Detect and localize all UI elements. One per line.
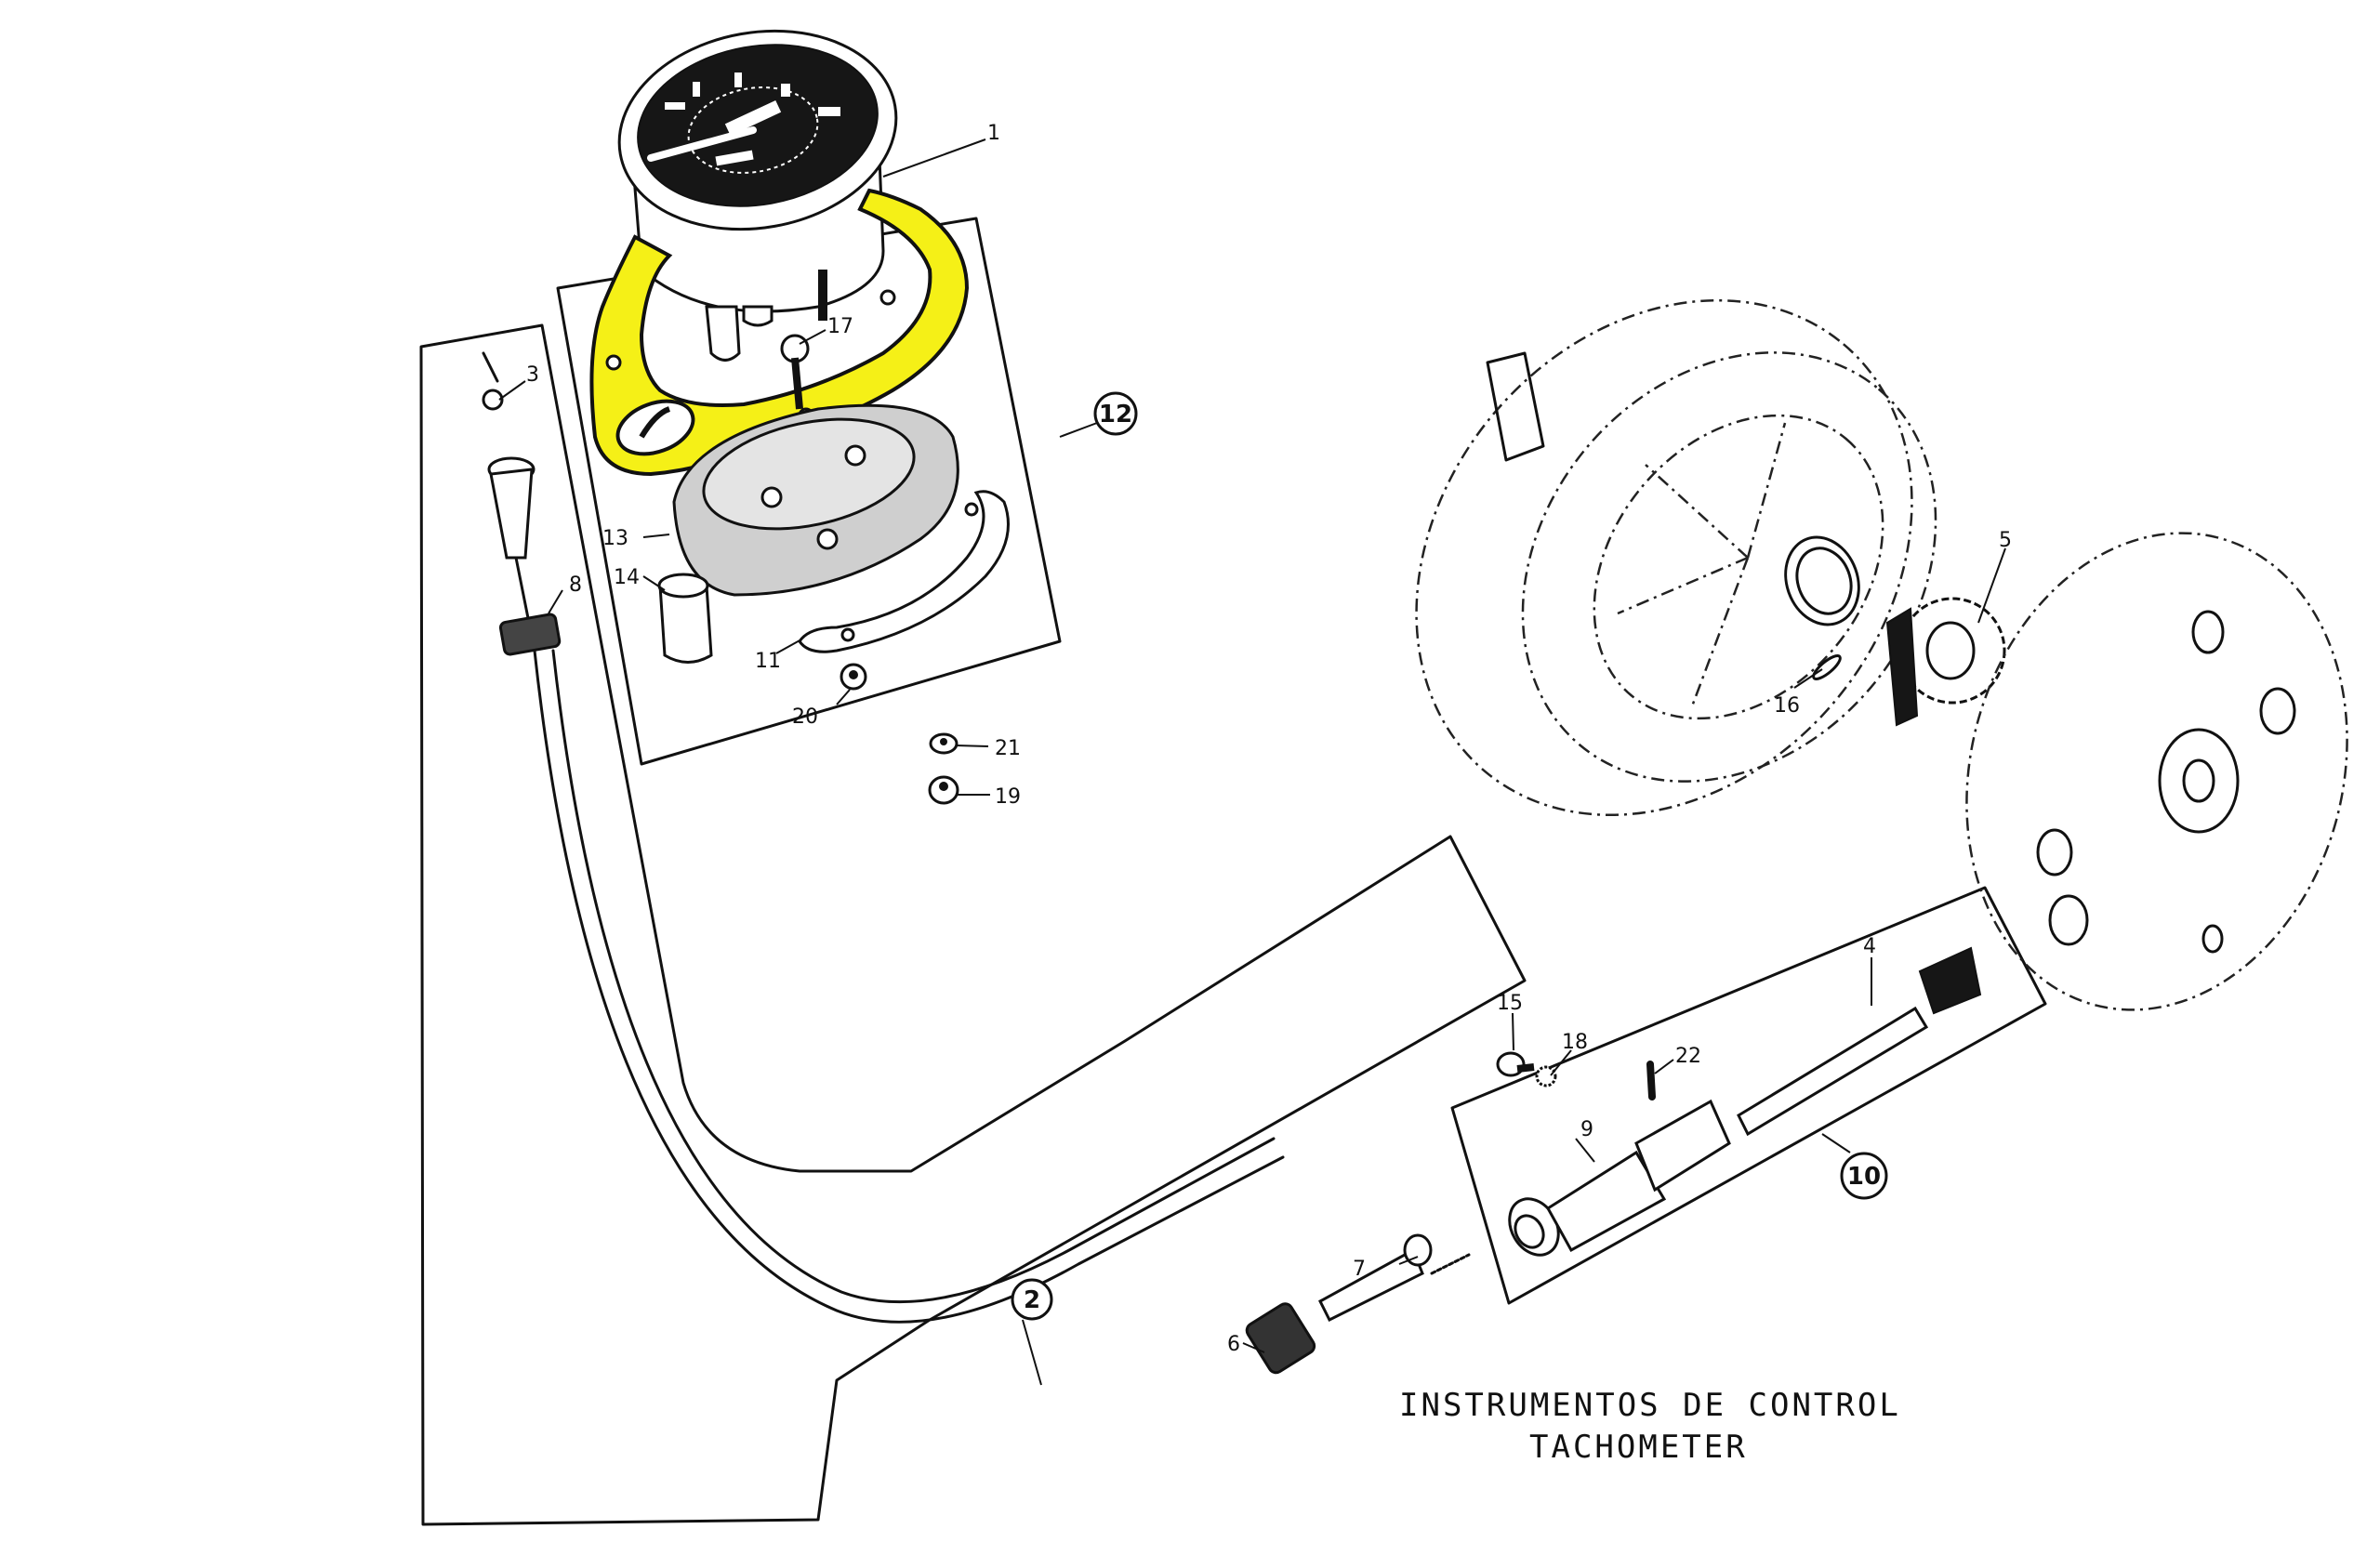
assembly-label-2: 2	[1024, 1286, 1040, 1314]
part-callouts: 1 3 4 5 6 7 8 9 11 13 14 15 16 17 18 19 …	[526, 122, 2012, 1356]
callout-8: 8	[569, 573, 582, 597]
callout-14: 14	[614, 566, 640, 589]
assembly-callout-10: 10	[1840, 1152, 1888, 1200]
callout-20: 20	[792, 705, 818, 729]
wheel-hub	[1415, 298, 1937, 817]
drive-sleeve	[1508, 1099, 1731, 1257]
callout-21: 21	[995, 737, 1021, 760]
assembly-label-10: 10	[1847, 1163, 1881, 1191]
cable-assembly-outline	[419, 323, 1527, 1526]
nut-20	[840, 663, 867, 691]
housing-cup	[672, 403, 959, 597]
assembly-callout-2: 2	[1011, 1278, 1053, 1321]
key-pin	[1812, 654, 1842, 680]
callout-18: 18	[1562, 1031, 1588, 1054]
callout-4: 4	[1863, 935, 1876, 958]
callout-6: 6	[1227, 1333, 1240, 1356]
diagram-title: INSTRUMENTOS DE CONTROL TACHOMETER	[1399, 1387, 1901, 1466]
drive-cable	[482, 351, 1471, 1375]
callout-11: 11	[755, 650, 781, 673]
drive-assembly-box	[1450, 886, 2047, 1305]
callout-9: 9	[1580, 1118, 1593, 1141]
callout-16: 16	[1774, 694, 1800, 718]
washer-21	[929, 732, 959, 755]
assembly-label-12: 12	[1099, 401, 1132, 428]
tachometer-gauge	[617, 29, 898, 362]
title-line-2: TACHOMETER	[1529, 1429, 1748, 1466]
leader-lines	[498, 138, 2006, 1386]
spacer-tube	[657, 573, 713, 664]
brake-plate	[1965, 532, 2348, 1011]
drive-gear	[1885, 597, 2006, 727]
callout-7: 7	[1353, 1258, 1366, 1281]
pin-22	[1646, 1061, 1656, 1100]
drive-pinion-shaft	[1737, 946, 1982, 1137]
callout-22: 22	[1675, 1045, 1701, 1068]
callout-19: 19	[995, 785, 1021, 809]
lock-washer-18	[1535, 1065, 1557, 1087]
callout-17: 17	[827, 315, 853, 338]
callout-5: 5	[1999, 529, 2012, 552]
callout-1: 1	[987, 122, 1000, 145]
callout-3: 3	[526, 363, 539, 387]
callout-15: 15	[1497, 992, 1523, 1015]
callout-13: 13	[602, 527, 628, 550]
title-line-1: INSTRUMENTOS DE CONTROL	[1399, 1387, 1901, 1424]
nut-19	[928, 775, 959, 805]
assembly-callout-12: 12	[1093, 391, 1138, 436]
retaining-strap	[798, 490, 1010, 653]
bolt-15	[1496, 1051, 1535, 1077]
